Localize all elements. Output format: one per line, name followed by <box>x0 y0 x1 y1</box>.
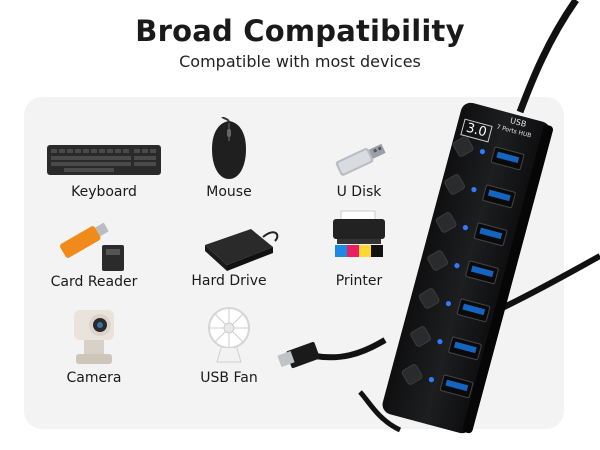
printer-icon <box>333 210 385 257</box>
device-label: USB Fan <box>200 370 258 386</box>
card-reader-icon <box>60 222 124 271</box>
device-label: Card Reader <box>50 274 138 290</box>
device-printer: Printer <box>289 207 429 307</box>
usb-fan-icon <box>208 307 250 363</box>
webcam-icon <box>74 310 114 364</box>
usb-flash-drive-icon <box>335 143 386 176</box>
device-camera: Camera <box>24 304 164 404</box>
device-mouse: Mouse <box>159 117 299 227</box>
device-card-reader: Card Reader <box>24 217 164 307</box>
mouse-icon <box>212 117 246 179</box>
device-u-disk: U Disk <box>289 132 429 242</box>
device-usb-fan: USB Fan <box>159 304 299 404</box>
page-subtitle: Compatible with most devices <box>179 52 421 71</box>
page-title: Broad Compatibility <box>135 14 465 48</box>
device-panel: Keyboard Mouse U Disk <box>24 97 564 429</box>
device-keyboard: Keyboard <box>34 137 174 247</box>
keyboard-icon <box>47 145 161 175</box>
device-label: U Disk <box>336 184 382 200</box>
device-label: Mouse <box>206 184 252 200</box>
device-label: Camera <box>66 370 122 386</box>
device-label: Printer <box>335 273 383 289</box>
device-label: Hard Drive <box>191 273 267 289</box>
external-hard-drive-icon <box>205 229 279 271</box>
device-hard-drive: Hard Drive <box>159 217 299 307</box>
device-label: Keyboard <box>71 184 137 200</box>
